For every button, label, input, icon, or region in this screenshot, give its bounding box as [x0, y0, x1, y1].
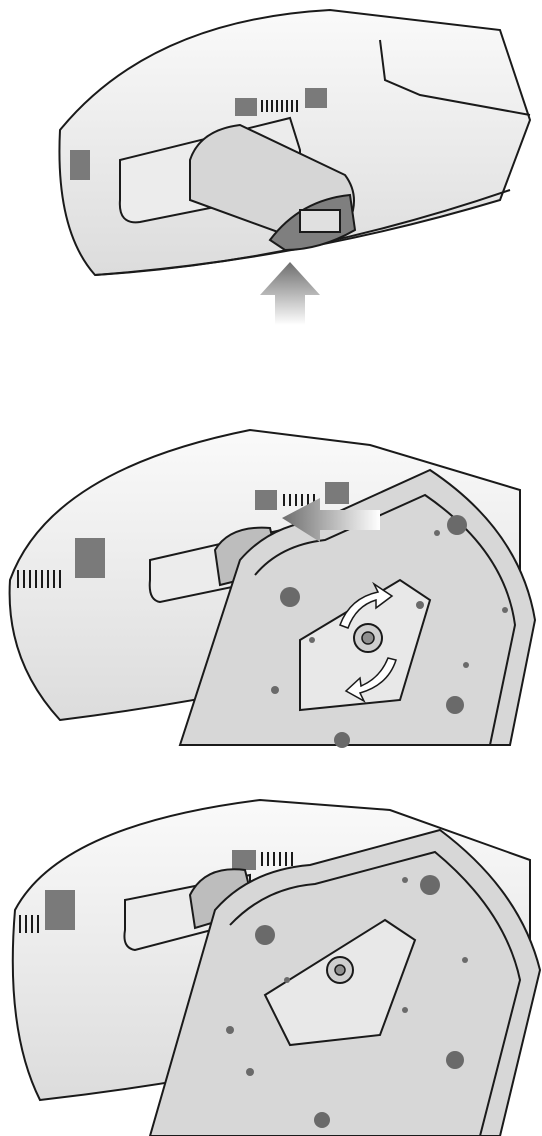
vent-block: [325, 482, 349, 504]
vent-block: [305, 88, 327, 108]
base-attached-diagram: [11, 798, 542, 1136]
vent-block: [255, 490, 277, 510]
rotate-clockwise-icon: [344, 657, 397, 703]
arrow-up-icon: [260, 262, 320, 325]
step-3-illustration: [0, 770, 542, 1136]
base-attach-diagram: [8, 428, 537, 748]
vent-block: [70, 150, 90, 180]
vent-slots: [261, 100, 298, 112]
vent-block: [235, 98, 257, 116]
vent-block: [75, 538, 105, 578]
stand-neck-attach-diagram: [58, 8, 532, 325]
step-2-illustration: [0, 360, 542, 750]
vent-slots: [17, 494, 315, 588]
rotate-clockwise-icon: [339, 581, 394, 629]
vent-slots: [19, 852, 293, 933]
vent-block: [45, 890, 75, 930]
step-1-illustration: [0, 0, 542, 340]
mount-holes: [271, 515, 508, 748]
arrow-right-icon: [282, 498, 380, 542]
mount-holes: [226, 875, 468, 1128]
vent-block: [232, 850, 256, 870]
